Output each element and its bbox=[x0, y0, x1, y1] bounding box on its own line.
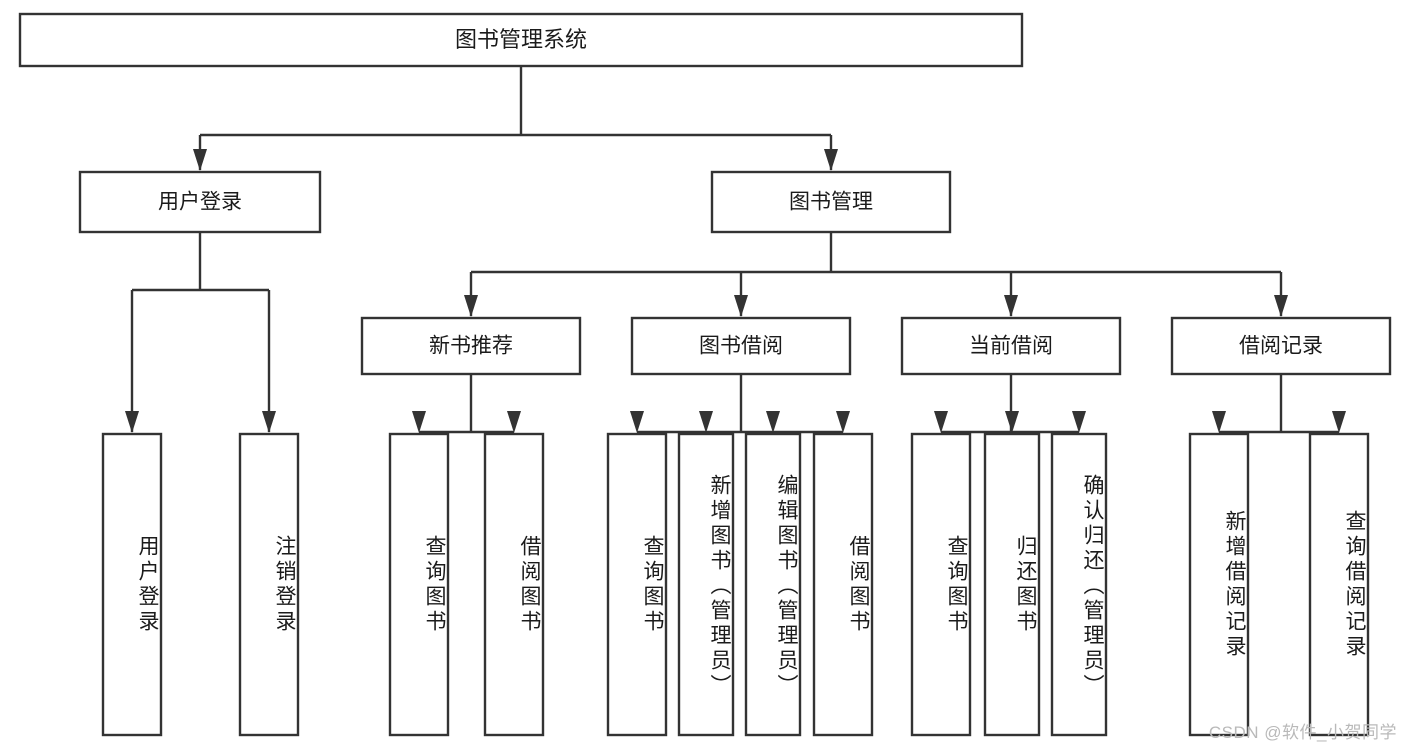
node-leaf-borrow-book-1[interactable] bbox=[483, 432, 545, 737]
arrow-head-icon bbox=[934, 411, 948, 433]
node-label-current-borrow: 当前借阅 bbox=[969, 335, 1053, 358]
node-book-manage[interactable] bbox=[710, 170, 952, 234]
node-label-root: 图书管理系统 bbox=[455, 27, 587, 52]
node-leaf-logout[interactable] bbox=[238, 432, 300, 737]
csdn-watermark: CSDN @软件_小贺同学 bbox=[1208, 723, 1397, 742]
connectors-layer bbox=[125, 66, 1346, 434]
node-leaf-query-record[interactable] bbox=[1308, 432, 1370, 737]
arrow-head-icon bbox=[1005, 411, 1019, 433]
arrow-head-icon bbox=[125, 411, 139, 433]
arrow-head-icon bbox=[507, 411, 521, 433]
arrow-head-icon bbox=[1274, 295, 1288, 317]
node-leaf-query-book-2[interactable] bbox=[606, 432, 668, 737]
node-label-user-login: 用户登录 bbox=[158, 191, 242, 214]
arrow-head-icon bbox=[464, 295, 478, 317]
arrow-head-icon bbox=[1332, 411, 1346, 433]
arrow-head-icon bbox=[412, 411, 426, 433]
node-leaf-user-login[interactable] bbox=[101, 432, 163, 737]
node-leaf-add-book[interactable] bbox=[677, 432, 735, 737]
node-book-borrow[interactable] bbox=[630, 316, 852, 376]
arrow-head-icon bbox=[1212, 411, 1226, 433]
node-new-book-recommend[interactable] bbox=[360, 316, 582, 376]
node-label-book-manage: 图书管理 bbox=[789, 191, 873, 214]
arrow-head-icon bbox=[1072, 411, 1086, 433]
boxes-layer bbox=[18, 12, 1392, 737]
node-label-new-book-recommend: 新书推荐 bbox=[429, 335, 513, 358]
node-label-borrow-record: 借阅记录 bbox=[1239, 335, 1323, 358]
node-leaf-confirm-return[interactable] bbox=[1050, 432, 1108, 737]
arrow-head-icon bbox=[630, 411, 644, 433]
node-leaf-add-record[interactable] bbox=[1188, 432, 1250, 737]
node-label-book-borrow: 图书借阅 bbox=[699, 335, 783, 358]
node-current-borrow[interactable] bbox=[900, 316, 1122, 376]
node-leaf-edit-book[interactable] bbox=[744, 432, 802, 737]
node-user-login[interactable] bbox=[78, 170, 322, 234]
node-leaf-query-book-3[interactable] bbox=[910, 432, 972, 737]
node-leaf-query-book-1[interactable] bbox=[388, 432, 450, 737]
node-root-root[interactable] bbox=[18, 12, 1024, 68]
node-borrow-record[interactable] bbox=[1170, 316, 1392, 376]
arrow-head-icon bbox=[1004, 295, 1018, 317]
arrow-head-icon bbox=[766, 411, 780, 433]
node-leaf-borrow-book-2[interactable] bbox=[812, 432, 874, 737]
arrow-head-icon bbox=[824, 149, 838, 171]
arrow-head-icon bbox=[734, 295, 748, 317]
arrow-head-icon bbox=[193, 149, 207, 171]
arrow-head-icon bbox=[262, 411, 276, 433]
node-leaf-return-book[interactable] bbox=[983, 432, 1041, 737]
arrow-head-icon bbox=[836, 411, 850, 433]
arrow-head-icon bbox=[699, 411, 713, 433]
